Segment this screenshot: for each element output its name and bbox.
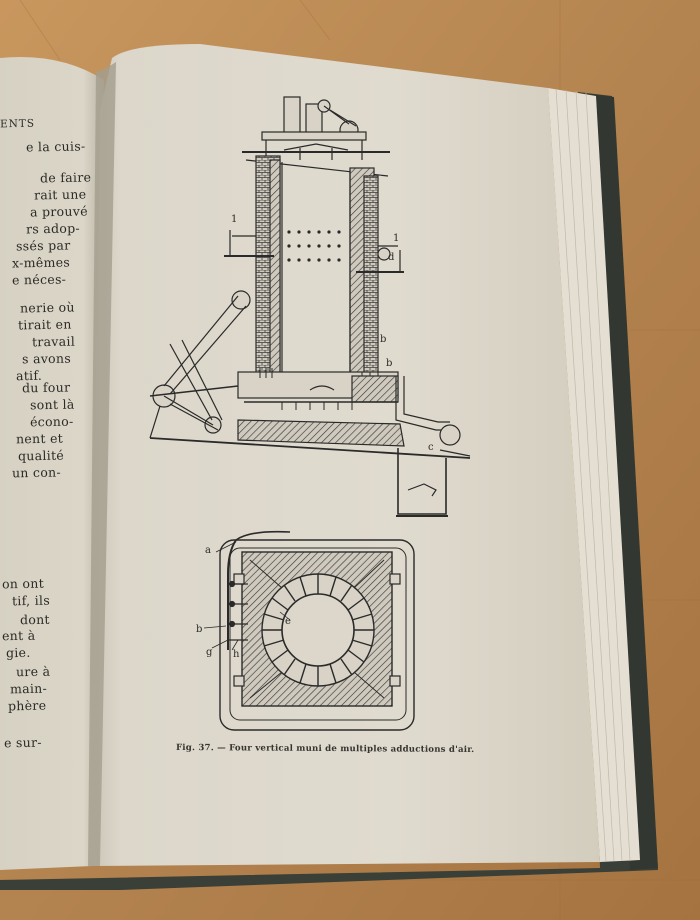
gutter-shadow bbox=[88, 62, 116, 866]
figure-elevation bbox=[149, 96, 471, 517]
left-line: gie. bbox=[5, 644, 31, 661]
left-line: tif, ils bbox=[11, 592, 51, 609]
left-line: de faire bbox=[39, 169, 92, 186]
label-b-lower: b bbox=[386, 358, 392, 369]
left-line: ent à bbox=[1, 627, 36, 644]
left-line: tirait en bbox=[17, 316, 72, 333]
label-1-right: 1 bbox=[393, 233, 399, 244]
left-line: nent et bbox=[15, 430, 64, 447]
left-line: sont là bbox=[29, 396, 75, 413]
page-stack bbox=[548, 88, 640, 862]
label-c: c bbox=[428, 442, 434, 453]
left-line: travail bbox=[31, 333, 76, 350]
left-line: e la cuis- bbox=[25, 138, 86, 155]
left-page-header: ENTS bbox=[0, 117, 36, 131]
left-line: main- bbox=[9, 680, 48, 697]
left-line: rs adop- bbox=[25, 220, 81, 237]
left-line: e néces- bbox=[11, 271, 67, 288]
left-line: on ont bbox=[1, 575, 45, 592]
figure-caption: Fig. 37. — Four vertical muni de multipl… bbox=[175, 742, 475, 756]
left-page bbox=[0, 56, 104, 871]
left-line: qualité bbox=[17, 447, 65, 464]
page-stack-lines bbox=[555, 88, 631, 862]
left-line: dont bbox=[19, 611, 50, 628]
left-line: ssés par bbox=[15, 237, 71, 254]
left-line: du four bbox=[21, 379, 71, 396]
label-h: h bbox=[233, 649, 240, 660]
left-line: x-mêmes bbox=[11, 254, 71, 271]
left-line: rait une bbox=[33, 186, 87, 203]
label-b-upper: b bbox=[380, 334, 386, 345]
label-b-plan: b bbox=[196, 624, 202, 635]
right-page bbox=[90, 44, 600, 866]
figure-plan bbox=[203, 530, 415, 731]
left-line: écono- bbox=[29, 413, 74, 430]
left-line: s avons bbox=[21, 350, 72, 367]
left-line: nerie où bbox=[19, 299, 75, 316]
left-line: a prouvé bbox=[29, 203, 88, 220]
left-line: ure à bbox=[15, 663, 51, 680]
label-1-left: 1 bbox=[231, 214, 237, 225]
label-g: g bbox=[206, 647, 213, 658]
left-line: e sur- bbox=[3, 734, 42, 751]
label-a: a bbox=[205, 545, 211, 556]
left-line: un con- bbox=[11, 464, 62, 481]
label-e: e bbox=[285, 616, 291, 627]
label-d: d bbox=[388, 252, 395, 263]
left-line: phère bbox=[7, 697, 47, 714]
